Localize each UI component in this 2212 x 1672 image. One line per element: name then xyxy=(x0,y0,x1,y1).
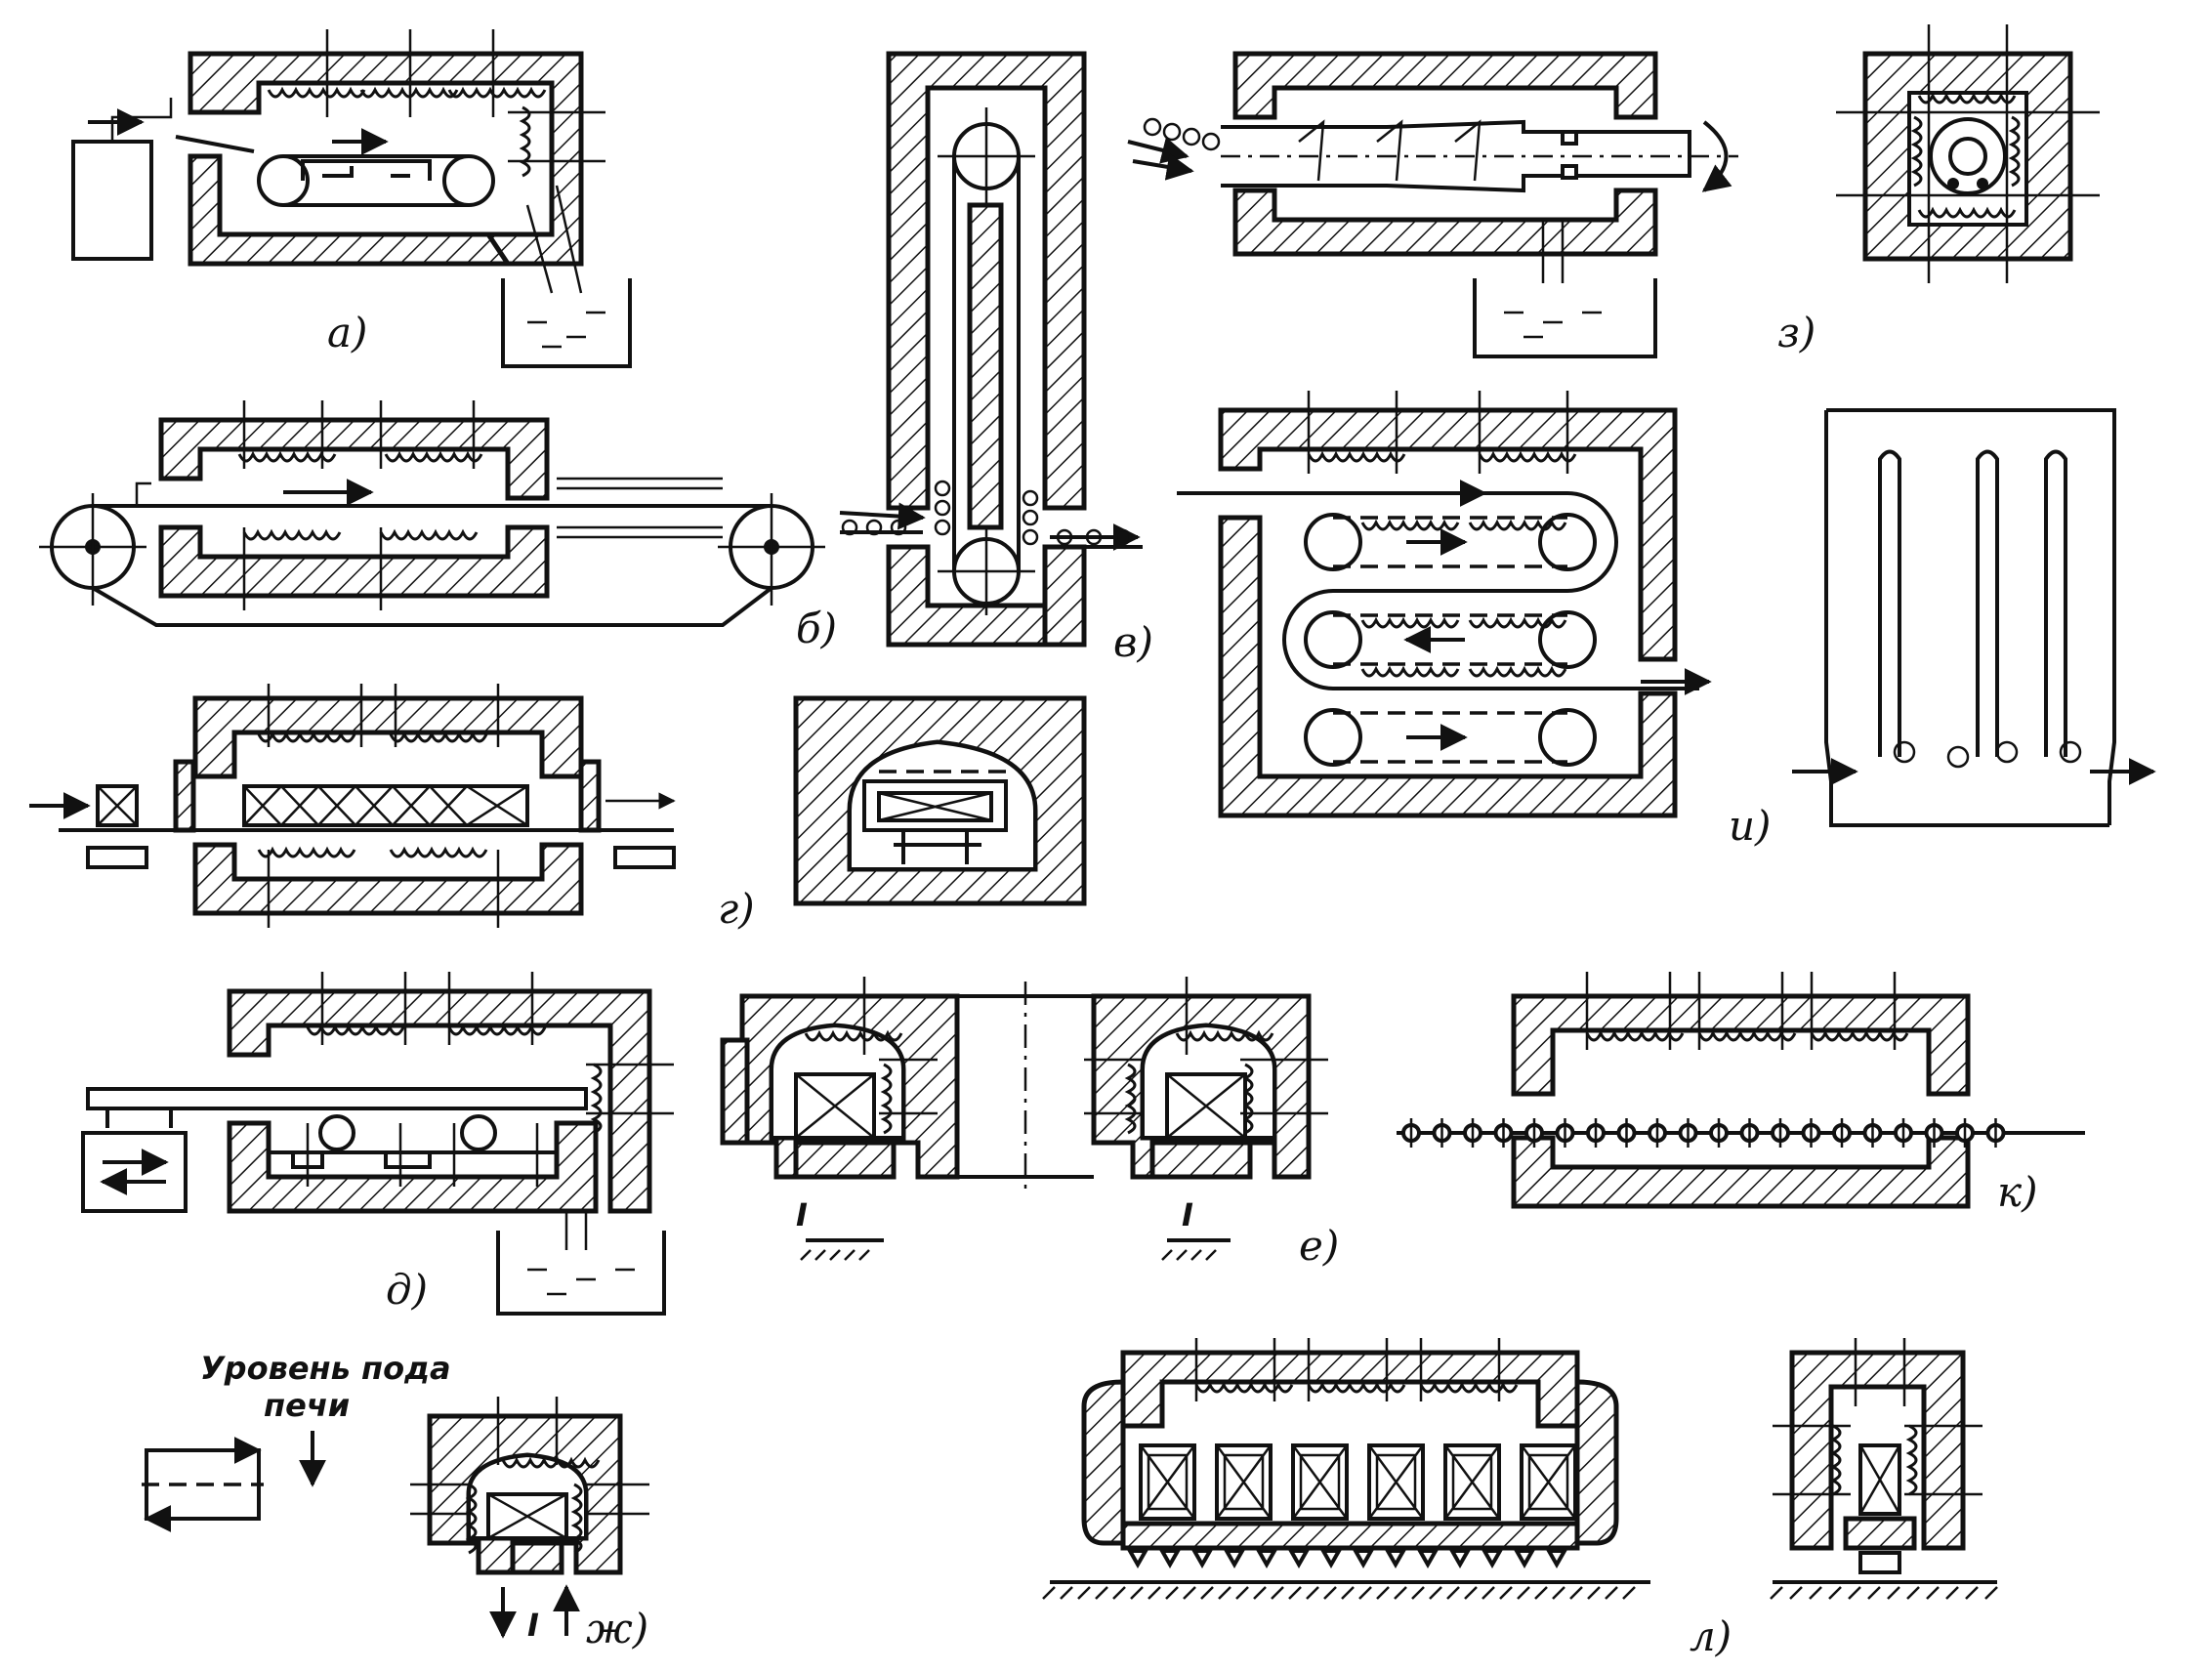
label-k: к) xyxy=(1997,1168,2037,1216)
furnace-d-bottom xyxy=(227,1120,599,1214)
quench-tank-z xyxy=(1473,278,1657,358)
furnace-k-bottom xyxy=(1511,1135,1971,1209)
furnace-a-hearth xyxy=(188,153,513,267)
label-e: е) xyxy=(1299,1222,1339,1270)
label-b: б) xyxy=(796,605,837,652)
label-z: з) xyxy=(1777,309,1816,356)
label-a: а) xyxy=(327,309,367,356)
scheme-section-box xyxy=(793,695,1087,906)
roller-i-3 xyxy=(1304,610,1362,669)
furnace-b-top xyxy=(158,417,550,501)
roller-i-2 xyxy=(1538,513,1597,571)
support-zh: I xyxy=(527,1607,539,1644)
label-zh: ж) xyxy=(586,1605,648,1652)
scheme-b: б) xyxy=(39,400,837,652)
scheme-zh: Уровень пода печи I ж) xyxy=(142,1350,649,1652)
roller-a-left xyxy=(257,154,310,207)
furnace-i-top xyxy=(1218,407,1678,662)
furnace-k-top xyxy=(1511,993,1971,1097)
furnace-i-bottom xyxy=(1218,515,1678,818)
annotation-line2: печи xyxy=(264,1387,350,1424)
coils-v xyxy=(934,480,1039,546)
label-v: в) xyxy=(1113,618,1153,666)
annotation-line1: Уровень пода xyxy=(200,1350,451,1387)
scheme-d: д) xyxy=(81,972,674,1316)
scheme-g: г) xyxy=(29,684,755,933)
scheme-e: I I е) xyxy=(720,977,1339,1270)
scheme-z-section xyxy=(1836,24,2100,283)
scheme-a: а) xyxy=(71,29,632,368)
label-g: г) xyxy=(718,885,755,933)
roller-i-4 xyxy=(1538,610,1597,669)
partition-v xyxy=(967,202,1004,530)
rollers-k xyxy=(1401,1118,2006,1148)
roller-i-5 xyxy=(1304,708,1362,767)
scheme-v: в) xyxy=(839,51,1153,666)
furnace-g-bottom xyxy=(192,842,584,916)
support-e-right: I xyxy=(1182,1196,1193,1233)
roller-i-6 xyxy=(1538,708,1597,767)
furnace-z-bottom xyxy=(1232,188,1658,257)
scheme-i: и) xyxy=(1177,391,1771,850)
furnace-g-top xyxy=(192,695,584,779)
furnace-b-bottom xyxy=(158,524,550,599)
trays-g xyxy=(96,784,529,827)
scheme-z: з) xyxy=(1127,51,1816,358)
walking-beam-d xyxy=(86,1087,588,1110)
label-i: и) xyxy=(1729,802,1771,850)
scheme-k: к) xyxy=(1397,972,2085,1216)
drive-d xyxy=(81,1131,188,1213)
label-l: л) xyxy=(1690,1612,1732,1660)
scheme-l: л) xyxy=(1042,1338,1732,1660)
roller-a-right xyxy=(442,154,495,207)
car-l xyxy=(1120,1521,1580,1551)
furnace-l-body xyxy=(1120,1350,1580,1429)
scheme-i-strip xyxy=(1792,408,2156,827)
quench-tank-a xyxy=(501,278,632,368)
loads-l xyxy=(1139,1443,1577,1521)
scheme-l-section xyxy=(1770,1338,1998,1600)
quench-tank-d xyxy=(496,1231,666,1316)
roller-i-1 xyxy=(1304,513,1362,571)
support-e-left: I xyxy=(796,1196,808,1233)
furnace-z-top xyxy=(1232,51,1658,120)
label-d: д) xyxy=(386,1266,428,1314)
pusher-a xyxy=(71,140,153,261)
